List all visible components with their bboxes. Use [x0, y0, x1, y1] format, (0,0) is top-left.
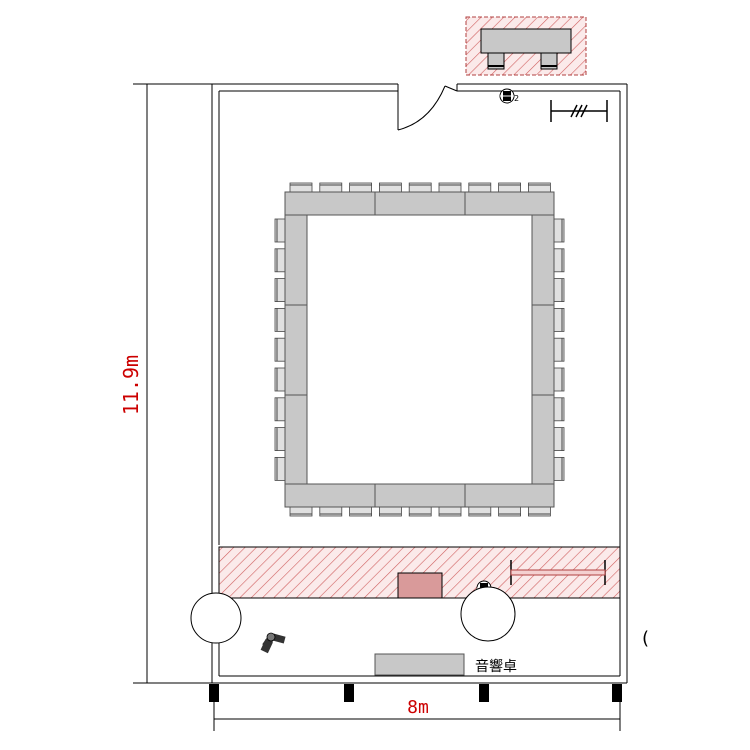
chair	[553, 307, 565, 332]
chair	[274, 337, 286, 362]
chair	[274, 427, 286, 452]
width-label: 8m	[407, 697, 429, 718]
chair	[274, 367, 286, 392]
chair	[553, 337, 565, 362]
chair	[438, 506, 462, 517]
chair	[378, 506, 402, 517]
chair	[528, 182, 551, 193]
chairs	[274, 182, 565, 517]
sound-desk: 音響卓	[374, 653, 517, 676]
top-equipment-area	[465, 16, 587, 76]
chair	[289, 506, 313, 517]
chair	[468, 506, 492, 517]
chair	[408, 506, 432, 517]
stand-icon	[550, 100, 608, 122]
chair	[274, 456, 286, 481]
chair	[553, 367, 565, 392]
chair	[274, 278, 286, 303]
chair	[498, 182, 522, 193]
chair	[498, 506, 522, 517]
chair	[274, 397, 286, 422]
height-label: 11.9m	[119, 355, 143, 415]
chair	[528, 506, 551, 517]
tripod-icon	[260, 632, 286, 654]
chair	[349, 182, 373, 193]
wall-posts	[209, 684, 622, 702]
pillar-right	[460, 586, 516, 642]
chair	[553, 278, 565, 303]
chair	[553, 218, 565, 243]
chair	[438, 182, 462, 193]
chair	[274, 218, 286, 243]
pillar-left	[190, 592, 242, 644]
chair	[553, 427, 565, 452]
microphone-icon: 2	[499, 88, 519, 104]
conference-tables	[284, 191, 555, 508]
projection-screen-icon	[510, 560, 606, 585]
chair	[408, 182, 432, 193]
chair	[553, 397, 565, 422]
chair	[319, 182, 343, 193]
mic-subscript: 2	[514, 94, 519, 103]
chair	[553, 248, 565, 273]
sound-desk-label: 音響卓	[475, 658, 517, 675]
chair	[349, 506, 373, 517]
height-dimension	[133, 83, 213, 684]
chair	[378, 182, 402, 193]
width-dimension	[213, 702, 621, 731]
room-walls	[211, 83, 628, 684]
chair	[274, 307, 286, 332]
chair	[274, 248, 286, 273]
chair	[319, 506, 343, 517]
edge-mark: (	[642, 628, 649, 649]
chair	[468, 182, 492, 193]
chair	[553, 456, 565, 481]
door-swing-icon	[397, 85, 458, 131]
chair	[289, 182, 313, 193]
